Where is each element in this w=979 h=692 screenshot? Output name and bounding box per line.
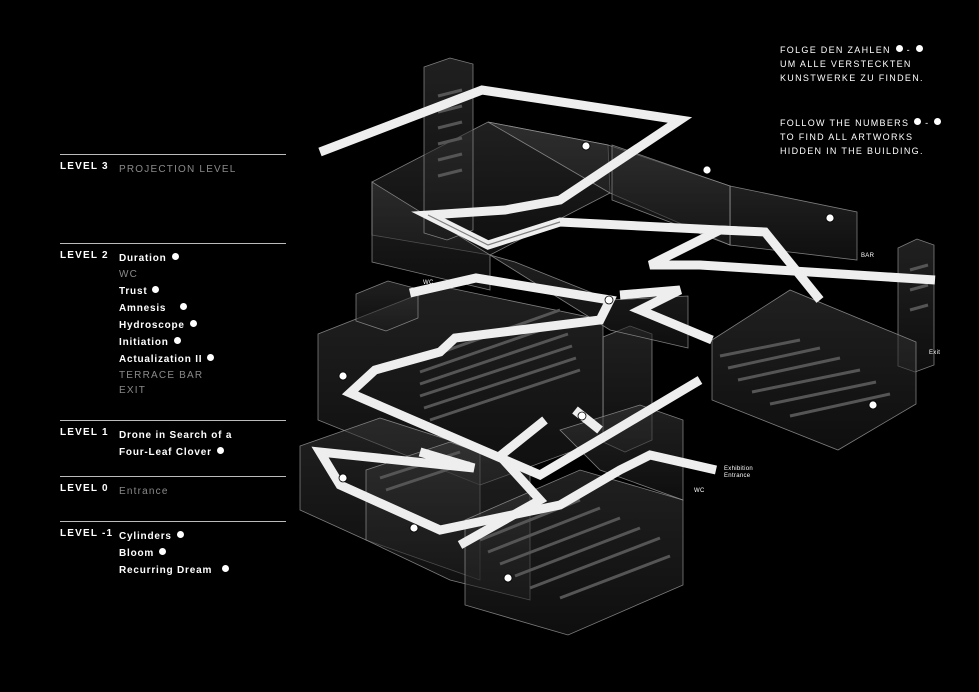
level-item: PROJECTION LEVEL xyxy=(119,164,237,175)
marker-icon xyxy=(914,118,922,125)
level-item: Trust xyxy=(119,285,148,297)
note-english: FOLLOW THE NUMBERS - TO FIND ALL ARTWORK… xyxy=(780,116,942,158)
level-item: Recurring Dream xyxy=(119,565,213,576)
level-item: Amnesis xyxy=(119,302,167,314)
level-item: Duration xyxy=(119,253,167,264)
level-minus-1: LEVEL -1 Cylinders Bloom Recurring Dream xyxy=(60,521,286,576)
marker-icon xyxy=(159,548,167,555)
level-code: LEVEL -1 xyxy=(60,528,114,539)
note-range-dash: - xyxy=(906,45,911,55)
level-code: LEVEL 2 xyxy=(60,250,109,261)
level-item: Hydroscope xyxy=(119,319,185,331)
marker-icon xyxy=(171,253,179,260)
level-item: Bloom xyxy=(119,548,155,559)
marker-icon xyxy=(176,531,184,538)
bar-label: BAR xyxy=(861,253,875,259)
note-range-dash: - xyxy=(925,118,930,128)
marker-icon xyxy=(915,45,923,52)
note-german: FOLGE DEN ZAHLEN - UM ALLE VERSTECKTEN K… xyxy=(780,43,924,85)
note-english-line1: FOLLOW THE NUMBERS xyxy=(780,118,910,128)
exit-label: Exit xyxy=(929,350,941,356)
artwork-markers xyxy=(338,141,878,583)
level-item: Initiation xyxy=(119,336,169,348)
note-german-line3: KUNSTWERKE ZU FINDEN. xyxy=(780,73,924,83)
exhibition-entrance-line2: Entrance xyxy=(724,473,751,479)
marker-icon xyxy=(216,447,224,454)
wc-bottom-label: WC xyxy=(694,488,705,494)
level-item: TERRACE BAR xyxy=(119,369,204,381)
level-1: LEVEL 1 Drone in Search of a Four-Leaf C… xyxy=(60,420,286,458)
marker-icon xyxy=(173,336,181,344)
note-english-line3: HIDDEN IN THE BUILDING. xyxy=(780,146,924,156)
exhibition-entrance-label: Exhibition Entrance xyxy=(724,466,753,480)
marker-icon xyxy=(180,302,188,310)
note-german-line1: FOLGE DEN ZAHLEN xyxy=(780,45,891,55)
marker-icon xyxy=(222,565,230,572)
marker-icon xyxy=(207,353,215,361)
marker-icon xyxy=(895,45,903,52)
wc-top-label: WC xyxy=(423,280,434,286)
level-code: LEVEL 0 xyxy=(60,483,109,494)
exhibition-entrance-line1: Exhibition xyxy=(724,466,754,472)
level-code: LEVEL 3 xyxy=(60,161,109,172)
level-item: Entrance xyxy=(119,486,169,497)
level-item: Actualization II xyxy=(119,353,203,365)
level-code: LEVEL 1 xyxy=(60,427,109,438)
note-english-line2: TO FIND ALL ARTWORKS xyxy=(780,132,914,142)
marker-icon xyxy=(152,285,160,293)
level-item: Four-Leaf Clover xyxy=(119,447,212,458)
level-2: LEVEL 2 Duration WC Trust Amnesis Hydros… xyxy=(60,243,286,396)
level-item: Drone in Search of a xyxy=(119,430,233,441)
level-3: LEVEL 3 PROJECTION LEVEL xyxy=(60,154,286,175)
level-item: Cylinders xyxy=(119,531,172,542)
level-0: LEVEL 0 Entrance xyxy=(60,476,286,497)
level-item: EXIT xyxy=(119,385,147,396)
level-item: WC xyxy=(119,269,139,280)
marker-icon xyxy=(934,118,942,125)
marker-icon xyxy=(189,319,197,327)
note-german-line2: UM ALLE VERSTECKTEN xyxy=(780,59,912,69)
